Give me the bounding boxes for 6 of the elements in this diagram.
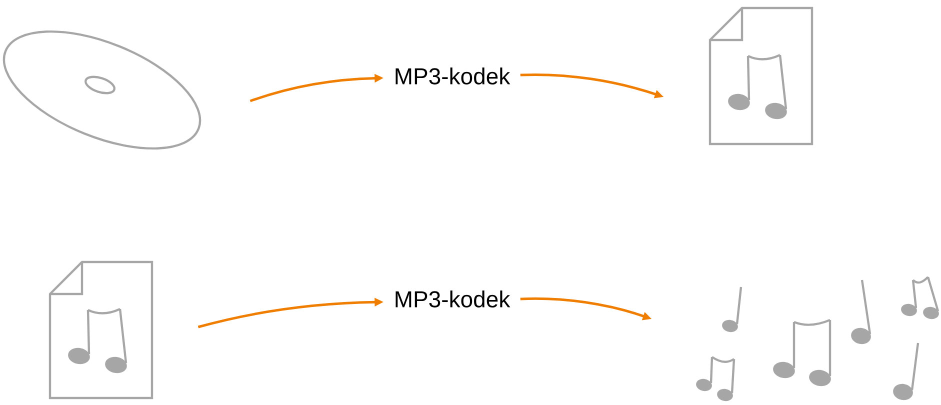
music-file-drawing — [48, 260, 154, 400]
music-file-drawing — [708, 6, 814, 146]
codec-label: MP3-kodek — [396, 68, 510, 84]
disc-drawing — [2, 30, 202, 150]
music-notes-drawing — [696, 276, 940, 402]
codec-label: MP3-kodek — [396, 290, 510, 308]
